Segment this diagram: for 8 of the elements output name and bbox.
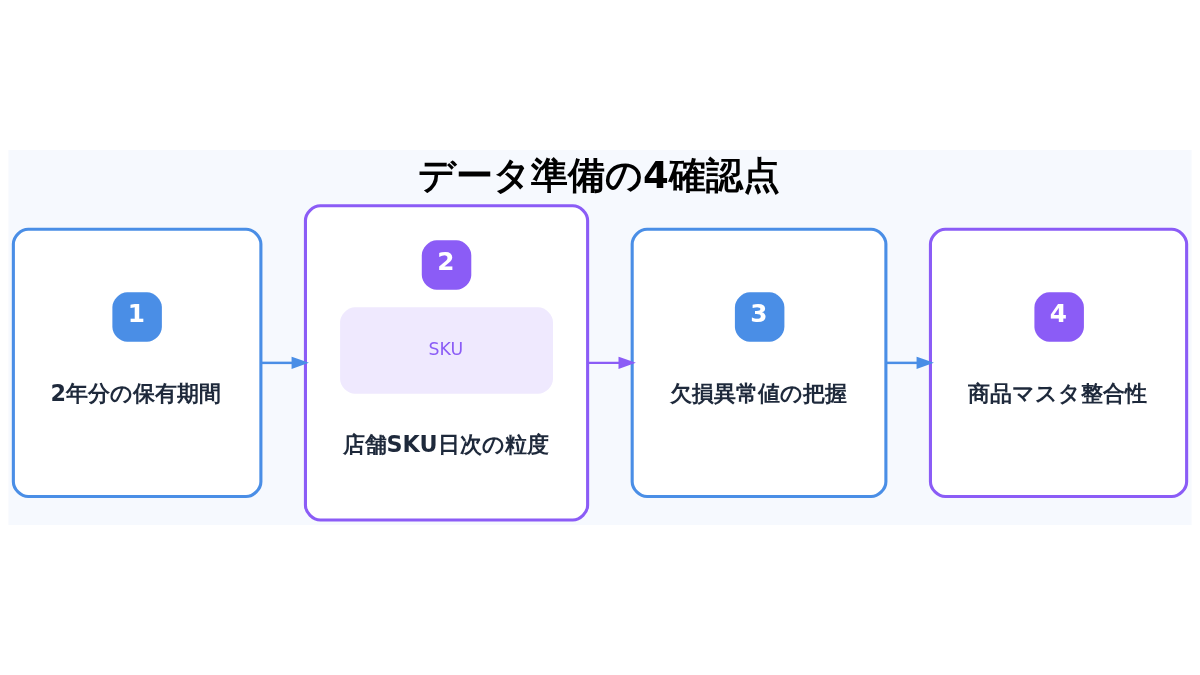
node-box: 2 SKU 店舗SKU日次の粒度	[303, 204, 590, 522]
node-box: 3 欠損異常値の把握	[630, 227, 888, 499]
arrow	[587, 356, 636, 369]
node-box: 4 商品マスタ整合性	[928, 227, 1189, 499]
node-box: 1 2年分の保有期間	[11, 227, 263, 499]
arrow	[261, 356, 309, 369]
arrow	[886, 356, 934, 369]
diagram-title: データ準備の4確認点	[418, 154, 780, 198]
